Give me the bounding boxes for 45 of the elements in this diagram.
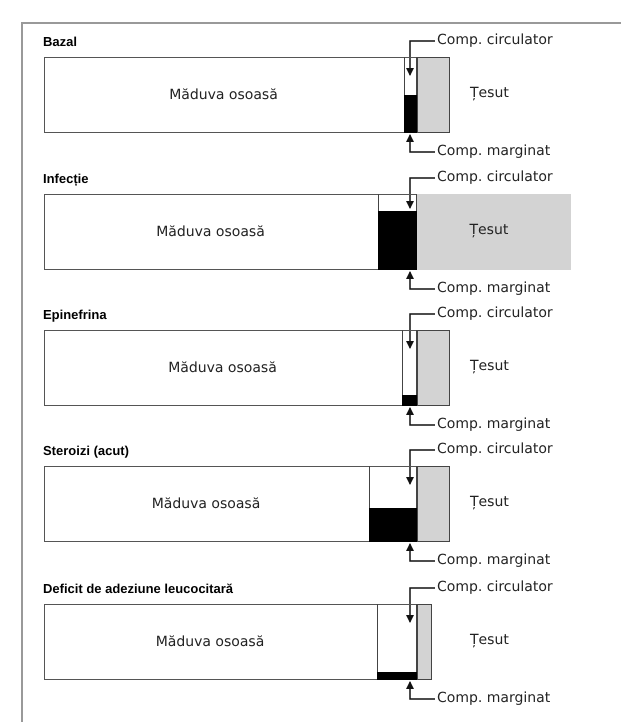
compartment-label: Țesut (470, 494, 509, 510)
callout-text: Comp. marginat (437, 280, 550, 296)
tissue-compartment (416, 330, 450, 406)
panel-heading: Deficit de adeziune leucocitară (43, 581, 234, 596)
compartment-label: Măduva osoasă (156, 224, 265, 240)
panel-heading: Epinefrina (43, 307, 107, 322)
callout-text: Comp. marginat (437, 416, 550, 432)
leader-line (406, 681, 435, 700)
panel-heading: Steroizi (acut) (43, 443, 129, 458)
marginated-compartment (378, 210, 416, 270)
callout-text: Comp. circulator (437, 441, 553, 457)
callout-text: Comp. marginat (437, 552, 550, 568)
compartment-label: Țesut (470, 358, 509, 374)
callout-text: Comp. circulator (437, 305, 553, 321)
panel-heading: Infecție (43, 171, 89, 186)
compartment-label: Măduva osoasă (168, 360, 277, 376)
leader-line (406, 407, 435, 426)
callout-text: Comp. circulator (437, 579, 553, 595)
leader-line (406, 134, 435, 153)
marginated-compartment (404, 94, 416, 132)
tissue-compartment (416, 604, 432, 680)
compartment-label: Țesut (470, 222, 508, 238)
callout-text: Comp. circulator (437, 32, 553, 48)
leader-line (406, 40, 435, 76)
panel-heading: Bazal (43, 34, 77, 49)
compartment-label: Țesut (470, 632, 509, 648)
callout-text: Comp. marginat (437, 690, 550, 706)
tissue-compartment (416, 194, 570, 270)
leader-line (406, 177, 435, 209)
leader-line (406, 543, 435, 562)
compartment-label: Măduva osoasă (152, 496, 260, 512)
leader-line (406, 587, 435, 623)
tissue-compartment (416, 466, 450, 542)
tissue-compartment (416, 56, 450, 132)
callout-text: Comp. circulator (437, 169, 553, 185)
leader-line (406, 271, 435, 290)
leader-line (406, 313, 435, 349)
leader-line (406, 449, 435, 485)
callout-text: Comp. marginat (437, 143, 550, 159)
compartment-label: Măduva osoasă (156, 634, 264, 650)
marginated-compartment (402, 394, 416, 406)
compartment-label: Țesut (470, 85, 509, 101)
marginated-compartment (368, 508, 416, 542)
compartment-label: Măduva osoasă (169, 86, 278, 102)
marginated-compartment (376, 672, 416, 680)
